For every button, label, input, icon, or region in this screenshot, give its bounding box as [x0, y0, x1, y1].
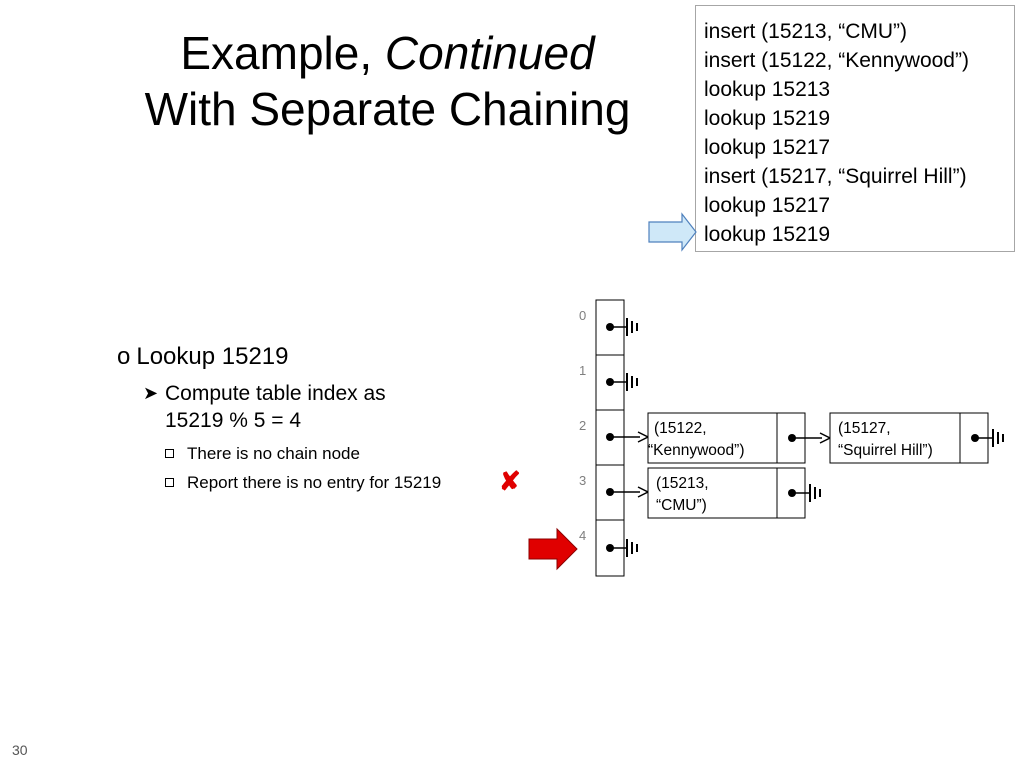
- node-key: (15122,: [654, 420, 707, 437]
- operations-list: insert (15213, “CMU”) insert (15122, “Ke…: [695, 5, 1015, 252]
- bullet-compute: ➤ Compute table index as 15219 % 5 = 4: [143, 380, 433, 434]
- title-line1-prefix: Example,: [180, 27, 385, 79]
- arrow-bullet-icon: ➤: [143, 383, 159, 403]
- null-pointer-icon: [788, 484, 821, 502]
- null-pointer-bucket-1: [606, 373, 638, 391]
- index-pointer-icon: [528, 527, 578, 571]
- slide-title: Example, Continued With Separate Chainin…: [95, 25, 680, 137]
- page-number: 30: [12, 742, 28, 758]
- title-line1-emphasis: Continued: [384, 27, 595, 79]
- node-key: (15127,: [838, 420, 891, 437]
- operation-item: insert (15122, “Kennywood”): [704, 49, 969, 72]
- operation-item: lookup 15219: [704, 107, 831, 130]
- node-value: “Squirrel Hill”): [838, 442, 933, 459]
- operation-item: insert (15217, “Squirrel Hill”): [704, 165, 967, 188]
- square-bullet-icon: [165, 449, 174, 458]
- index-label-1: 1: [579, 363, 586, 378]
- bullet-sub-2-text: Report there is no entry for 15219: [187, 473, 442, 492]
- square-bullet-icon: [165, 478, 174, 487]
- node-key: (15213,: [656, 475, 709, 492]
- node-value: “Kennywood”): [648, 442, 745, 459]
- chain-node-15213: (15213, “CMU”): [647, 467, 821, 519]
- pointer-bucket-2: [606, 431, 650, 443]
- index-label-4: 4: [579, 528, 586, 543]
- null-pointer-icon: [971, 429, 1004, 447]
- operation-item-current: lookup 15219: [704, 223, 831, 246]
- bullet-sub-2: Report there is no entry for 15219: [165, 472, 441, 494]
- bullet-lookup-text: Lookup 15219: [136, 343, 289, 370]
- pointer-bucket-3: [606, 486, 650, 498]
- bullet-compute-text: Compute table index as 15219 % 5 = 4: [165, 382, 386, 432]
- op-pointer-icon: [648, 212, 697, 252]
- cross-mark-icon: ✘: [499, 466, 521, 496]
- index-label-2: 2: [579, 418, 586, 433]
- index-label-0: 0: [579, 308, 586, 323]
- chain-node-15127: (15127, “Squirrel Hill”): [829, 412, 1004, 464]
- bullet-sub-1-text: There is no chain node: [187, 444, 360, 463]
- circle-bullet-icon: o: [117, 343, 131, 370]
- bullet-sub-1: There is no chain node: [165, 443, 360, 465]
- index-label-3: 3: [579, 473, 586, 488]
- null-pointer-bucket-4: [606, 539, 638, 557]
- operation-item: lookup 15217: [704, 194, 831, 217]
- operation-item: insert (15213, “CMU”): [704, 20, 908, 43]
- table-cells: [595, 299, 625, 577]
- operation-item: lookup 15213: [704, 78, 831, 101]
- node-value: “CMU”): [656, 497, 707, 514]
- null-pointer-bucket-0: [606, 318, 638, 336]
- operation-item: lookup 15217: [704, 136, 831, 159]
- chain-node-15122: (15122, “Kennywood”): [647, 412, 832, 464]
- table-array: [595, 299, 625, 577]
- title-line2: With Separate Chaining: [144, 83, 631, 135]
